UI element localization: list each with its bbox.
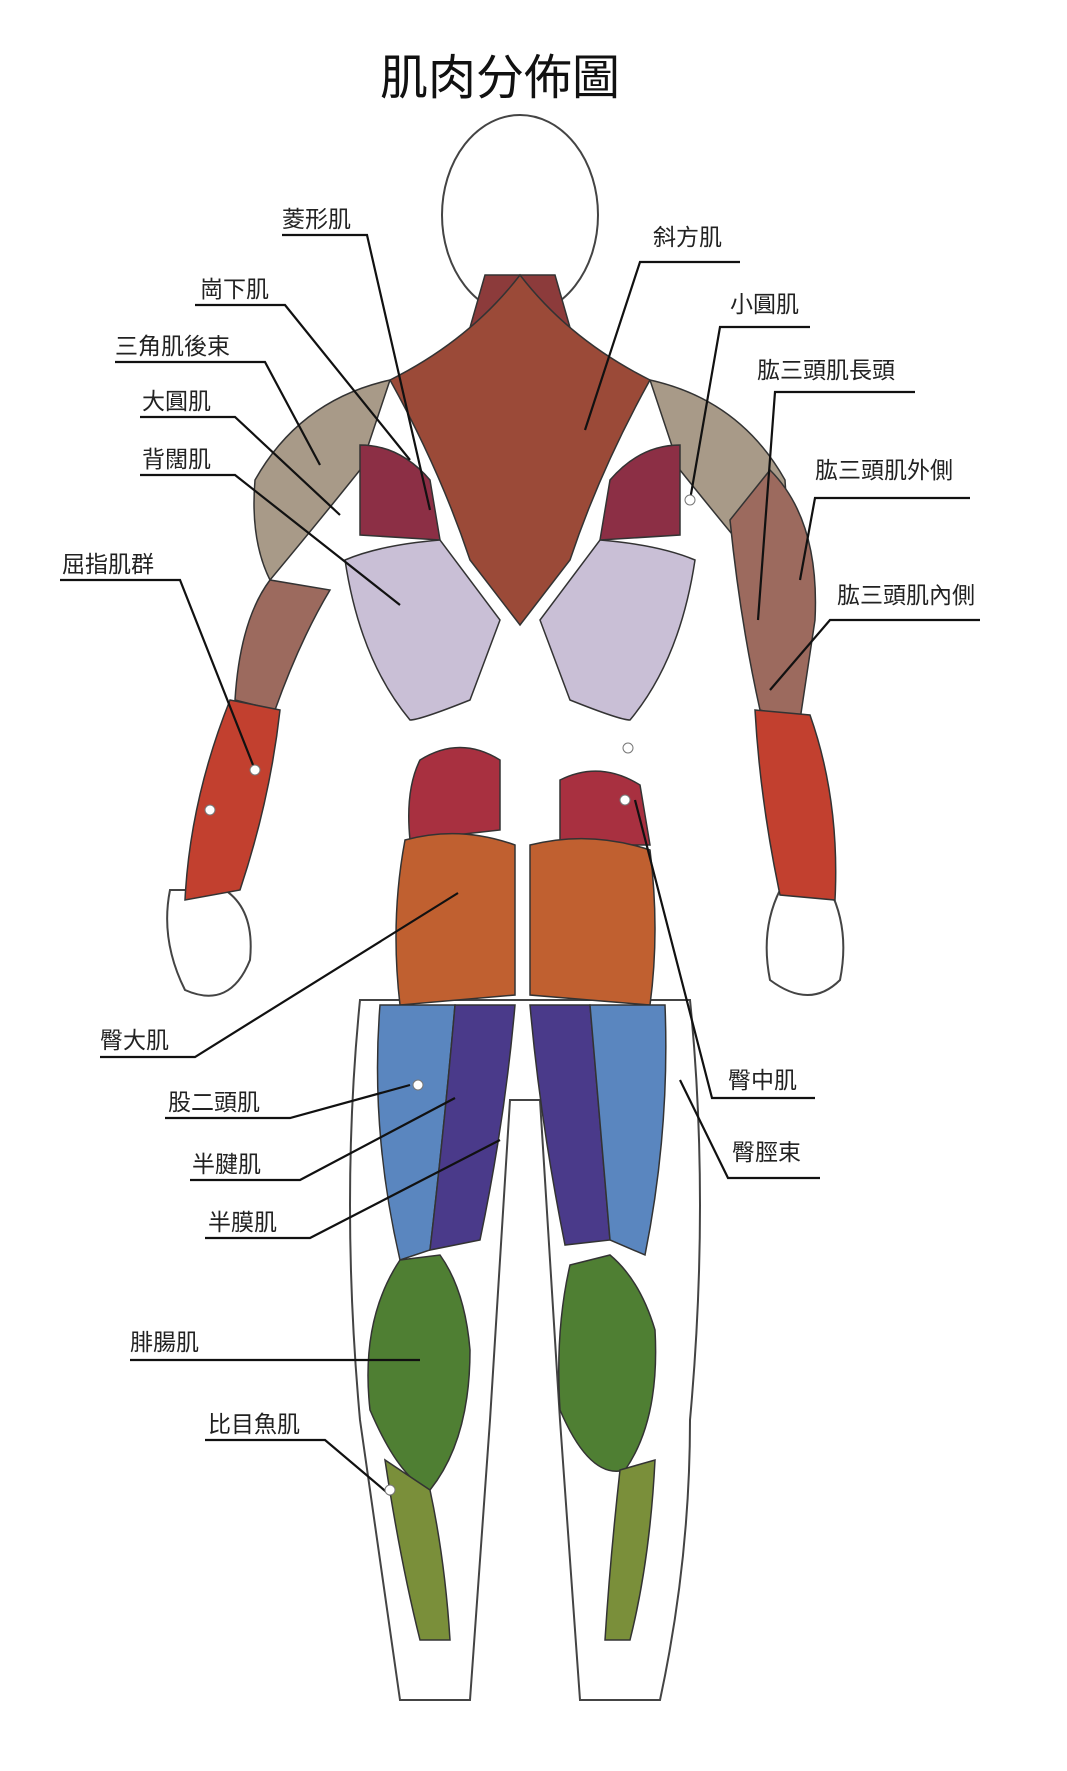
leader-gluteus-medius: [633, 799, 815, 1100]
diagram-title: 肌肉分佈圖: [379, 50, 620, 106]
label-posterior-deltoid: 三角肌後束: [115, 334, 230, 360]
muscle-latissimus-right: [539, 539, 696, 721]
muscle-deltoid-left: [253, 378, 392, 582]
label-infraspinatus: 崗下肌: [200, 277, 269, 303]
marker-dot: [412, 1079, 424, 1091]
label-rhomboid: 菱形肌: [282, 207, 351, 233]
leader-it-band: [679, 1079, 820, 1180]
marker-dot: [622, 742, 634, 754]
leader-triceps-lateral: [798, 496, 970, 581]
right-hand: [765, 889, 845, 996]
marker-dot: [684, 494, 696, 506]
label-triceps-medial: 肱三頭肌內側: [837, 583, 975, 609]
leader-teres-minor: [688, 325, 810, 501]
muscle-latissimus-left: [344, 539, 501, 721]
muscle-gluteus-medius-left: [408, 746, 501, 841]
leader-infraspinatus: [195, 303, 411, 461]
leader-trapezius: [583, 260, 740, 431]
label-latissimus: 背闊肌: [142, 447, 211, 473]
leader-soleus: [205, 1438, 391, 1496]
leader-latissimus: [140, 473, 401, 606]
label-triceps-long: 肱三頭肌長頭: [757, 358, 895, 384]
label-gluteus-medius: 臀中肌: [728, 1068, 797, 1094]
leader-triceps-long: [756, 390, 915, 621]
muscle-soleus-left: [384, 1458, 451, 1641]
marker-dots: [204, 494, 696, 1496]
muscles: [184, 273, 837, 1641]
muscle-hamstring-right-outer: [589, 1004, 667, 1257]
label-semitendinosus: 半腱肌: [192, 1152, 261, 1178]
label-it-band: 臀脛束: [732, 1140, 801, 1166]
marker-dot: [384, 1484, 396, 1496]
muscle-hamstring-left-inner: [429, 1004, 516, 1251]
muscle-forearm-left: [184, 699, 281, 901]
muscle-infraspinatus-right: [599, 444, 681, 541]
leader-posterior-deltoid: [115, 360, 321, 466]
leader-forearm-flexors: [60, 578, 257, 771]
label-trapezius: 斜方肌: [653, 225, 722, 251]
leader-lines: [60, 233, 980, 1496]
label-forearm-flexors: 屈指肌群: [62, 552, 154, 578]
label-gluteus-maximus: 臀大肌: [100, 1028, 169, 1054]
leader-teres-major: [140, 415, 341, 516]
labels: 菱形肌 崗下肌 三角肌後束 大圓肌 背闊肌 屈指肌群 斜方肌 小圓肌 肱三頭肌長…: [62, 207, 975, 1438]
muscle-gluteus-maximus-right: [529, 837, 656, 1006]
leader-semitendinosus: [190, 1097, 456, 1182]
label-biceps-femoris: 股二頭肌: [168, 1090, 260, 1116]
leader-biceps-femoris: [165, 1083, 411, 1120]
leader-semimembranosus: [205, 1139, 501, 1240]
label-semimembranosus: 半膜肌: [208, 1210, 277, 1236]
label-teres-major: 大圓肌: [142, 389, 211, 415]
left-hand: [166, 889, 252, 997]
muscle-triceps-left: [234, 579, 332, 711]
label-soleus: 比目魚肌: [208, 1412, 300, 1438]
label-triceps-lateral: 肱三頭肌外側: [815, 458, 953, 484]
marker-dot: [204, 804, 216, 816]
leader-rhomboid: [282, 233, 432, 511]
leader-triceps-medial: [769, 618, 980, 691]
label-teres-minor: 小圓肌: [730, 292, 799, 318]
marker-dot: [619, 794, 631, 806]
leader-gluteus-maximus: [100, 892, 459, 1059]
muscle-soleus-right: [604, 1458, 656, 1641]
muscle-triceps-right: [729, 468, 817, 721]
label-gastrocnemius: 腓腸肌: [130, 1330, 199, 1356]
muscle-trapezius: [388, 273, 652, 627]
muscle-forearm-right: [754, 709, 837, 901]
marker-dot: [249, 764, 261, 776]
muscle-gluteus-medius-right: [559, 770, 651, 846]
muscle-infraspinatus-left: [359, 444, 441, 541]
